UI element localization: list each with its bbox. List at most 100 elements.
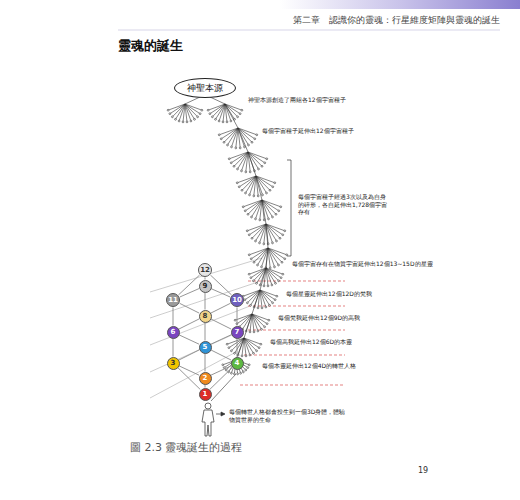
fan-seed [230,120,232,122]
fan-seed [267,285,269,287]
fan-seed [272,216,274,218]
fan-seed [231,146,233,148]
fan-seed [269,304,271,306]
fan-seed [268,218,270,220]
fan-seed [241,355,243,357]
fan-seed [286,254,288,256]
tree-line [211,350,231,360]
fan-seed [231,350,233,352]
fan-seed [220,138,222,140]
fan-seed [249,194,251,196]
fan-seed [237,116,239,118]
fan-seed [258,168,260,170]
tree-line [205,293,206,310]
fan-tine [268,248,282,262]
fan-tine [243,200,262,207]
fan-seed [259,284,261,286]
fan-tine [266,224,283,235]
fan-seed [243,371,245,373]
fan-seed [235,147,237,149]
fan-seed [250,258,252,260]
chakra-circle: 5 [199,341,212,354]
tree-line [180,303,200,313]
fan-tine [229,152,248,159]
fan-seed [261,165,263,167]
level-note: 每個宇宙種子延伸出12個宇宙種子 [262,127,354,135]
fan-seed [237,168,239,170]
fan-seed [258,347,260,349]
fan-seed [280,206,282,208]
fan-seed [272,302,274,304]
fan-seed [254,138,256,140]
fan-link [211,374,236,401]
tree-line [211,289,230,297]
fan-seed [212,116,214,118]
fan-link [244,314,252,338]
fan-seed [253,195,255,197]
fan-seed [240,372,242,374]
fan-seed [246,230,248,232]
tree-line [237,339,238,357]
fan-seed [266,158,268,160]
tree-line [179,366,199,375]
tree-line [180,289,199,297]
fan-tine [266,268,268,286]
fan-tine [262,200,279,211]
fan-seed [272,242,274,244]
fan-seed [275,213,277,215]
fan-seed [253,352,255,354]
tree-line [210,275,231,295]
fan-seed [245,369,247,371]
fan-seed [274,299,276,301]
fan-seed [266,192,268,194]
fan-tine [242,176,256,190]
tree-line [173,307,174,325]
tree-line [210,368,233,390]
fan-seed [253,280,255,282]
chakra-circle: 9 [199,280,212,293]
fan-tine [252,314,254,332]
fan-tine [185,104,187,122]
fan-seed [244,210,246,212]
fan-tine [243,314,253,329]
figure-caption: 圖 2.3 靈魂誕生的過程 [130,441,243,455]
fan-link [185,97,200,104]
fan-tine [219,128,238,135]
fan-seed [194,118,196,120]
fan-link [252,290,260,314]
fan-seed [234,373,236,375]
fan-seed [186,121,188,123]
fan-seed [190,120,192,122]
fan-seed [282,273,284,275]
fan-seed [207,109,209,111]
chakra-circle: 7 [231,326,244,339]
chakra-circle: 4 [231,357,244,370]
fan-seed [248,254,250,256]
level-note: 每個星靈延伸出12個12D的梵我 [286,290,372,298]
fan-seed [259,242,261,244]
chakra-number: 11 [168,297,178,304]
fan-seed [172,116,174,118]
fan-seed [236,182,238,184]
section-title: 靈魂的誕生 [118,38,183,54]
fan-tine [252,314,258,331]
fan-seed [248,273,250,275]
tree-line [179,319,199,329]
fan-seed [253,331,255,333]
fan-seed [269,189,271,191]
human-figure [202,403,214,436]
chakra-number: 1 [203,391,208,398]
fan-seed [256,350,258,352]
chakra-number: 8 [203,313,208,320]
fan-seed [278,264,280,266]
fan-seed [257,307,259,309]
chakra-circle: 11 [166,293,181,308]
fan-tine [266,268,279,281]
fan-seed [178,120,180,122]
fan-seed [241,109,243,111]
chakra-circle: 1 [199,388,212,401]
fan-seed [233,165,235,167]
fan-tine [244,338,257,351]
fan-seed [279,237,281,239]
